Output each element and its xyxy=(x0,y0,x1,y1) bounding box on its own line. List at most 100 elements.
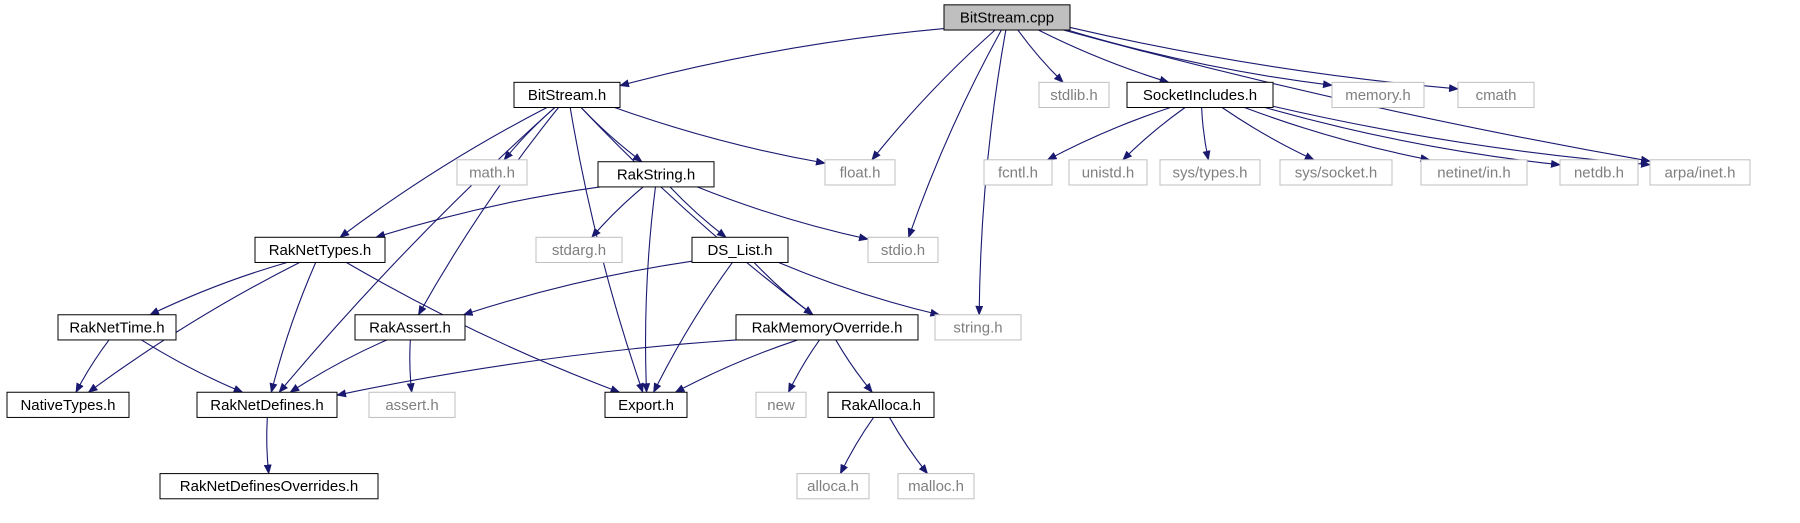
node-cmath[interactable]: cmath xyxy=(1457,81,1535,109)
edge-socketincludes_h-to-netinet_in_h xyxy=(1244,106,1431,163)
edge-rakstring_h-to-raknettypes_h xyxy=(375,186,601,239)
node-math-h[interactable]: math.h xyxy=(456,159,528,186)
edge-bitstream_cpp-to-stdio_h xyxy=(907,29,1002,239)
node-label: stdarg.h xyxy=(552,242,606,259)
node-box xyxy=(1068,159,1148,186)
node-malloc-h[interactable]: malloc.h xyxy=(897,473,975,500)
edge-bitstream_h-to-rakstring_h xyxy=(580,107,643,163)
node-arpa-inet-h[interactable]: arpa/inet.h xyxy=(1649,159,1751,186)
node-box xyxy=(755,391,807,418)
node-box xyxy=(934,314,1022,341)
edge-raknettypes_h-to-export_h xyxy=(346,261,621,393)
node-label: new xyxy=(767,397,795,414)
node-raknetdefinesoverrides-h[interactable]: RakNetDefinesOverrides.h xyxy=(159,473,379,500)
node-raknetdefines-h[interactable]: RakNetDefines.h xyxy=(196,391,338,418)
node-label: stdlib.h xyxy=(1050,87,1098,104)
edge-ds_list_h-to-export_h xyxy=(653,262,733,394)
edge-rakstring_h-to-stdio_h xyxy=(696,186,869,242)
node-label: BitStream.cpp xyxy=(960,9,1054,26)
node-assert-h[interactable]: assert.h xyxy=(368,391,456,418)
node-fcntl-h[interactable]: fcntl.h xyxy=(983,159,1053,186)
edge-bitstream_cpp-to-stdlib_h xyxy=(1017,29,1064,84)
node-memory-h[interactable]: memory.h xyxy=(1331,81,1425,109)
node-label: cmath xyxy=(1476,87,1517,104)
node-box xyxy=(6,391,130,418)
node-sys-socket-h[interactable]: sys/socket.h xyxy=(1279,159,1393,186)
node-box xyxy=(827,391,935,418)
node-box xyxy=(159,473,379,500)
node-label: malloc.h xyxy=(908,478,964,495)
node-box xyxy=(57,314,177,341)
node-nativetypes-h[interactable]: NativeTypes.h xyxy=(6,391,130,418)
edge-bitstream_h-to-raknetdefines_h xyxy=(278,107,556,394)
node-alloca-h[interactable]: alloca.h xyxy=(796,473,870,500)
node-box xyxy=(735,314,919,341)
edge-socketincludes_h-to-fcntl_h xyxy=(1046,106,1171,161)
node-stdarg-h[interactable]: stdarg.h xyxy=(535,236,623,263)
edge-bitstream_cpp-to-cmath xyxy=(1069,26,1459,93)
node-box xyxy=(1126,81,1274,109)
node-label: NativeTypes.h xyxy=(20,397,115,414)
node-rakmemoryoverride-h[interactable]: RakMemoryOverride.h xyxy=(735,314,919,341)
edge-rakstring_h-to-export_h xyxy=(642,186,656,394)
edge-ds_list_h-to-rakassert_h xyxy=(462,260,693,316)
edge-rakmemoryoverride_h-to-export_h xyxy=(674,339,798,393)
node-label: fcntl.h xyxy=(998,164,1038,181)
node-sys-types-h[interactable]: sys/types.h xyxy=(1159,159,1261,186)
node-label: DS_List.h xyxy=(707,242,772,259)
node-label: math.h xyxy=(469,164,515,181)
node-box xyxy=(943,4,1071,31)
node-netdb-h[interactable]: netdb.h xyxy=(1559,159,1639,186)
node-ds-list-h[interactable]: DS_List.h xyxy=(691,236,789,263)
edge-rakalloca_h-to-malloc_h xyxy=(889,417,929,475)
node-label: memory.h xyxy=(1345,87,1411,104)
node-export-h[interactable]: Export.h xyxy=(604,391,688,418)
edge-ds_list_h-to-string_h xyxy=(778,261,941,317)
edge-bitstream_cpp-to-float_h xyxy=(871,29,996,161)
edge-socketincludes_h-to-unistd_h xyxy=(1122,107,1186,161)
node-label: RakAssert.h xyxy=(369,319,451,336)
node-label: float.h xyxy=(840,164,881,181)
node-raknettypes-h[interactable]: RakNetTypes.h xyxy=(254,236,386,263)
node-netinet-in-h[interactable]: netinet/in.h xyxy=(1420,159,1528,186)
node-label: RakNetTime.h xyxy=(69,319,164,336)
node-string-h[interactable]: string.h xyxy=(934,314,1022,341)
node-label: string.h xyxy=(953,319,1002,336)
edge-rakalloca_h-to-alloca_h xyxy=(839,417,875,475)
node-stdlib-h[interactable]: stdlib.h xyxy=(1038,81,1110,109)
edge-raknettypes_h-to-raknetdefines_h xyxy=(269,262,317,394)
node-label: RakNetDefinesOverrides.h xyxy=(180,478,358,495)
node-label: stdio.h xyxy=(881,242,925,259)
node-label: alloca.h xyxy=(807,478,859,495)
edge-raknettime_h-to-raknetdefines_h xyxy=(141,339,244,393)
node-unistd-h[interactable]: unistd.h xyxy=(1068,159,1148,186)
node-label: netinet/in.h xyxy=(1437,164,1510,181)
edge-bitstream_h-to-math_h xyxy=(503,107,556,161)
node-rakstring-h[interactable]: RakString.h xyxy=(597,161,715,188)
node-label: arpa/inet.h xyxy=(1665,164,1736,181)
node-float-h[interactable]: float.h xyxy=(824,159,896,186)
node-box xyxy=(1331,81,1425,109)
node-box xyxy=(796,473,870,500)
node-new[interactable]: new xyxy=(755,391,807,418)
node-socketincludes-h[interactable]: SocketIncludes.h xyxy=(1126,81,1274,109)
edge-raknetdefines_h-to-raknetdefinesoverrides_h xyxy=(263,417,272,475)
edge-rakassert_h-to-assert_h xyxy=(406,339,415,394)
node-stdio-h[interactable]: stdio.h xyxy=(867,236,939,263)
node-box xyxy=(1159,159,1261,186)
node-label: SocketIncludes.h xyxy=(1143,87,1257,104)
node-box xyxy=(254,236,386,263)
node-rakassert-h[interactable]: RakAssert.h xyxy=(354,314,466,341)
edge-bitstream_h-to-raknettypes_h xyxy=(339,107,548,238)
edge-raknettypes_h-to-nativetypes_h xyxy=(87,261,300,393)
node-box xyxy=(691,236,789,263)
edge-rakstring_h-to-stdarg_h xyxy=(591,186,644,239)
node-raknettime-h[interactable]: RakNetTime.h xyxy=(57,314,177,341)
node-box xyxy=(1649,159,1751,186)
node-bitstream-cpp[interactable]: BitStream.cpp xyxy=(943,4,1071,31)
edge-bitstream_cpp-to-memory_h xyxy=(1067,29,1333,89)
node-box xyxy=(1420,159,1528,186)
node-rakalloca-h[interactable]: RakAlloca.h xyxy=(827,391,935,418)
node-box xyxy=(1457,81,1535,109)
node-bitstream-h[interactable]: BitStream.h xyxy=(513,81,621,109)
